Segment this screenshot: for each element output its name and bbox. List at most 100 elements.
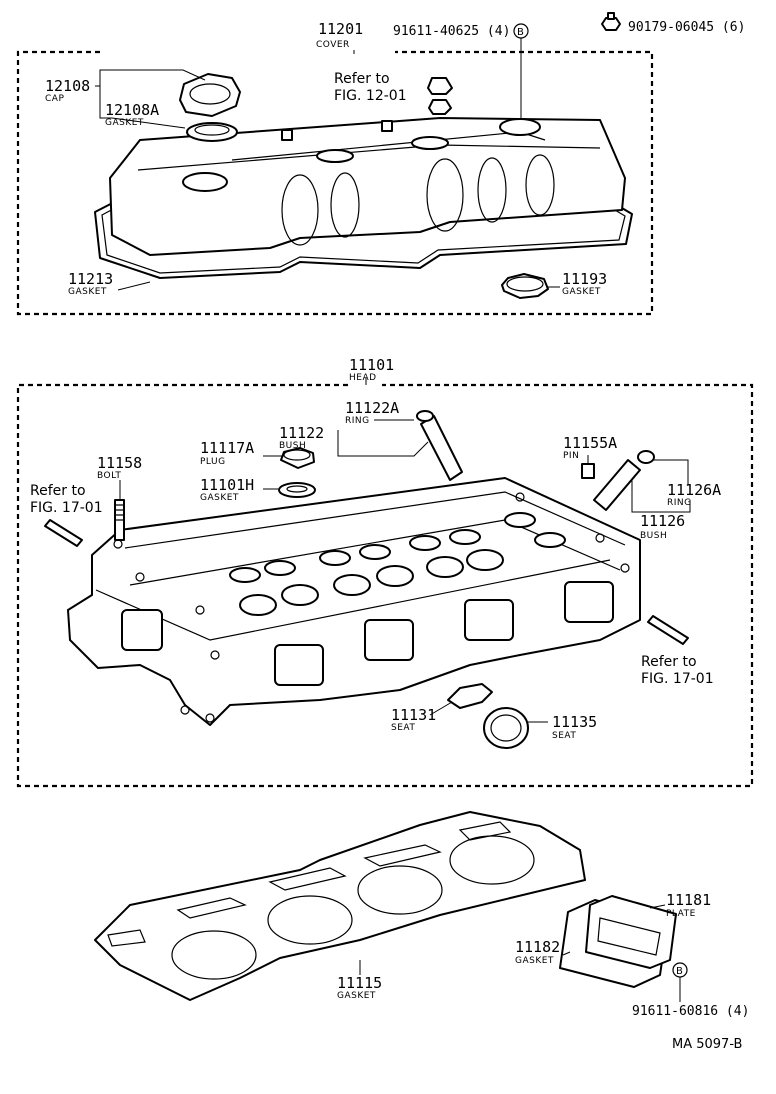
exhaust-port	[274, 644, 324, 686]
plug-gasket-name: GASKET	[200, 493, 239, 503]
ring-11122a-part	[416, 410, 434, 422]
plug-name: PLUG	[200, 457, 226, 467]
cylinder-head-part	[67, 477, 641, 726]
bush-11126-name: BUSH	[640, 531, 667, 541]
cover-boss	[316, 149, 354, 163]
leader-bush-11126	[631, 480, 691, 513]
nut-90179-icon	[601, 17, 621, 31]
seat-11131-part	[447, 683, 493, 709]
refer-fig17-right-line2: FIG. 17-01	[641, 671, 714, 687]
intake-port	[121, 609, 163, 651]
ring-11126a-number: 11126A	[667, 481, 721, 499]
exhaust-port	[364, 619, 414, 661]
bush-11122-part	[420, 415, 463, 481]
callout-a-label: B	[517, 27, 524, 38]
cap-gasket-part-number: 12108A	[105, 101, 159, 119]
plug-gasket-number: 11101H	[200, 476, 254, 494]
bolt-a-part-number: 91611-40625 (4)	[393, 24, 510, 39]
exhaust-port	[464, 599, 514, 641]
cover-stud	[281, 129, 293, 141]
grommet-top	[506, 276, 544, 292]
cover-nut-part-2	[428, 99, 452, 115]
callout-b-label: B	[676, 966, 683, 977]
leader-bush-11122	[337, 430, 429, 457]
cap-part-name: CAP	[45, 94, 64, 104]
leader-plate	[649, 904, 666, 909]
stud-fig17-left-part	[44, 519, 83, 547]
refer-fig17-right-line1: Refer to	[641, 654, 697, 670]
grommet-part-number: 11193	[562, 270, 607, 288]
gasket-water-slot	[363, 844, 442, 867]
ring-11126a-part	[637, 450, 655, 464]
exhaust-port	[564, 581, 614, 623]
bolt-11158-name: BOLT	[97, 471, 121, 481]
cover-rib	[477, 157, 507, 223]
gasket-water-slot	[458, 821, 512, 841]
bolt-b-part-number: 91611-60816 (4)	[632, 1004, 749, 1019]
pin-number: 11155A	[563, 434, 617, 452]
oil-filler-cap-part	[179, 73, 241, 117]
leader-gasket-11182	[562, 951, 571, 956]
valve-springs	[229, 512, 566, 616]
head-group-border	[16, 383, 754, 788]
leader-11213	[117, 281, 151, 291]
seat-11135-part	[483, 707, 529, 749]
gasket-water-slot	[176, 897, 247, 919]
leader-cap	[95, 69, 206, 87]
bush-11122-number: 11122	[279, 424, 324, 442]
pin-name: PIN	[563, 451, 579, 461]
cap-gasket-part	[186, 122, 238, 142]
leader-ring-11126a	[654, 459, 689, 485]
refer-fig12-line2: FIG. 12-01	[334, 88, 407, 104]
plug-gasket-inner	[286, 485, 308, 493]
gasket-11182-number: 11182	[515, 938, 560, 956]
seat-11135-inner	[490, 714, 522, 742]
gasket-11182-name: GASKET	[515, 956, 554, 966]
cap-gasket-inner	[194, 124, 230, 136]
cylinder-head-cover-part	[109, 117, 626, 256]
cover-boss	[411, 136, 449, 150]
ring-11122a-number: 11122A	[345, 399, 399, 417]
refer-fig17-left-line1: Refer to	[30, 483, 86, 499]
cover-rib	[330, 172, 360, 238]
callout-b-icon	[513, 23, 529, 39]
ring-11126a-name: RING	[667, 498, 692, 508]
stud-thread	[115, 504, 124, 521]
ring-11122a-name: RING	[345, 416, 370, 426]
cover-rib	[281, 174, 319, 246]
plug-top	[283, 449, 311, 461]
cover-nut-part	[427, 77, 453, 95]
pin-11155a-part	[581, 463, 595, 479]
callout-b-icon-2	[672, 962, 688, 978]
plug-number: 11117A	[200, 439, 254, 457]
head-gasket-number: 11115	[337, 974, 382, 992]
cover-gasket-part-name: GASKET	[68, 287, 107, 297]
gasket-water-slot	[268, 867, 347, 891]
cap-gasket-part-name: GASKET	[105, 118, 144, 128]
seat-11135-number: 11135	[552, 713, 597, 731]
grommet-11193-part	[501, 273, 549, 299]
plug-11117a-part	[280, 447, 315, 469]
head-part-name: HEAD	[349, 373, 377, 383]
gasket-tab	[107, 929, 146, 947]
bush-11126-number: 11126	[640, 512, 685, 530]
leader-seat-11131	[429, 701, 453, 716]
leader-cap-gasket	[99, 86, 186, 129]
bush-11126-part	[593, 459, 641, 511]
cap-top	[189, 83, 231, 105]
cover-rib	[426, 158, 464, 232]
bolt-11158-number: 11158	[97, 454, 142, 472]
nut-stud	[607, 12, 615, 20]
cover-boss	[499, 118, 541, 136]
refer-fig17-left-line2: FIG. 17-01	[30, 500, 103, 516]
cover-group-border	[16, 50, 654, 316]
seat-11131-name: SEAT	[391, 723, 415, 733]
oil-filler-hole	[182, 172, 228, 192]
cover-part-name: COVER	[316, 40, 350, 50]
refer-fig12-line1: Refer to	[334, 71, 390, 87]
cap-part-number: 12108	[45, 77, 90, 95]
head-gasket-name: GASKET	[337, 991, 376, 1001]
cover-part-number: 11201	[318, 20, 363, 38]
drawing-id: MA 5097-B	[672, 1037, 742, 1052]
plug-gasket-part	[278, 482, 316, 498]
